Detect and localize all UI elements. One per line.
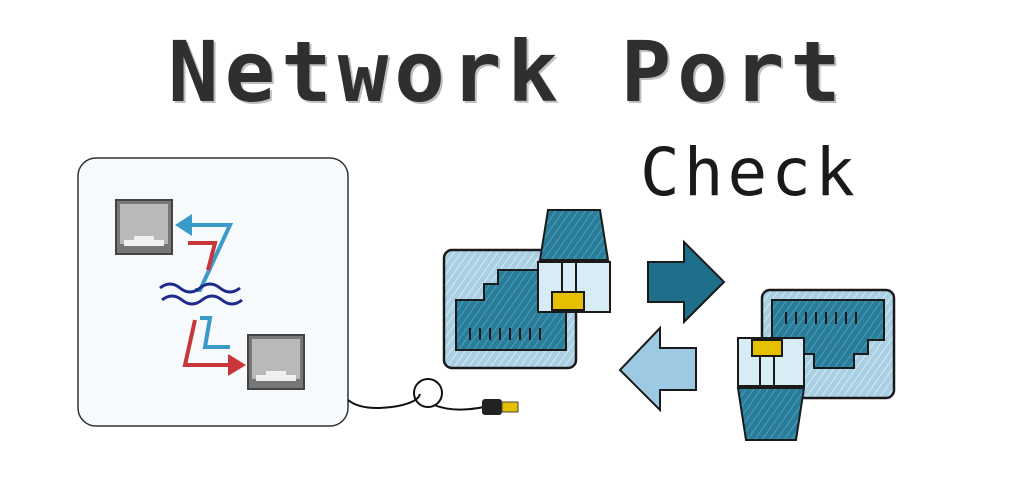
signal-path-red bbox=[182, 241, 246, 376]
wave-break-icon bbox=[159, 282, 243, 306]
app-subtitle: Check bbox=[640, 134, 859, 211]
ethernet-plug-icon bbox=[537, 209, 611, 313]
ethernet-port-icon bbox=[115, 199, 173, 255]
ethernet-port-icon bbox=[247, 334, 305, 390]
port-diagram-panel bbox=[77, 157, 349, 427]
arrow-right-icon bbox=[647, 239, 726, 325]
ethernet-plug-icon bbox=[736, 337, 806, 441]
cable-icon bbox=[347, 378, 519, 415]
app-title: Network Port bbox=[168, 23, 847, 121]
arrow-left-icon bbox=[618, 325, 697, 413]
